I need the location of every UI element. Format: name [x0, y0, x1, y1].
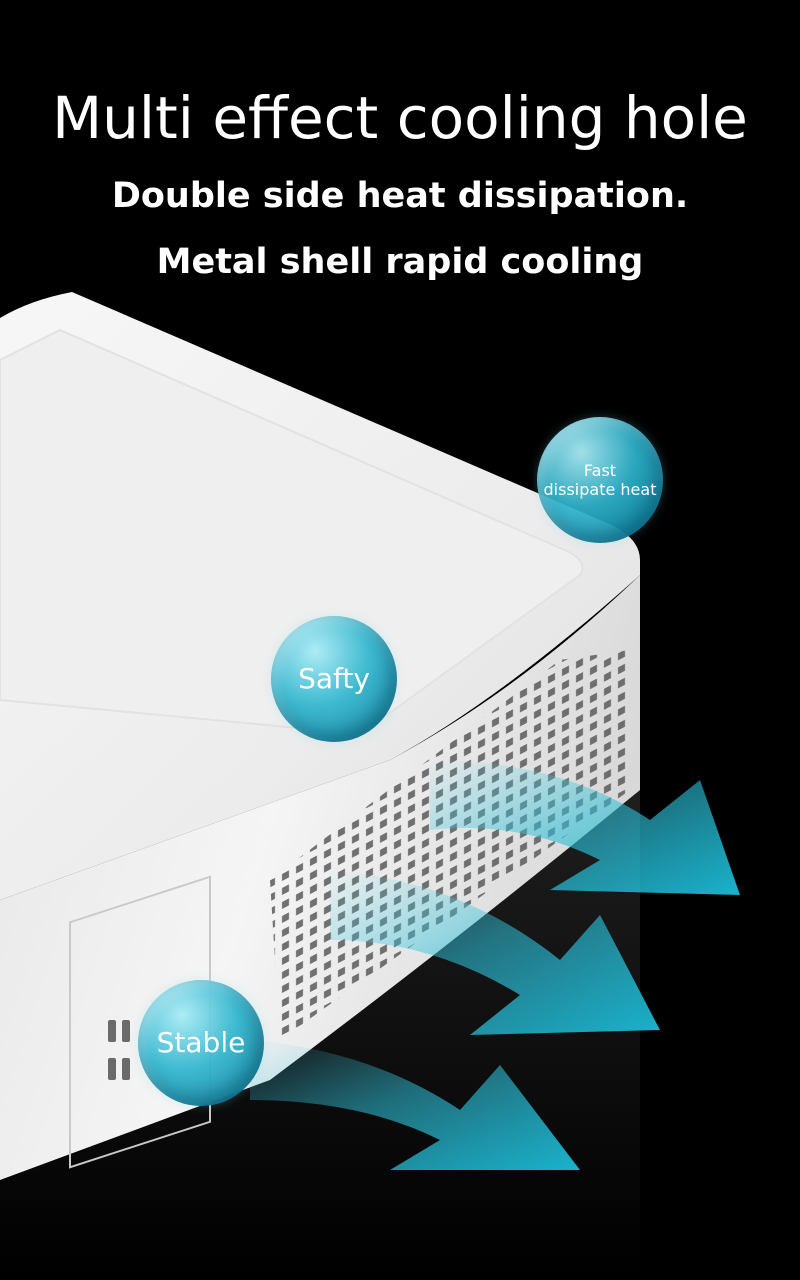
fast-dissipate-heat-badge: Fast dissipate heat — [537, 417, 663, 543]
safty-badge: Safty — [271, 616, 397, 742]
subtitle-line-1: Double side heat dissipation. — [111, 176, 689, 216]
stable-label: Stable — [156, 1026, 246, 1060]
stable-badge: Stable — [138, 980, 264, 1106]
cooling-holes — [270, 650, 630, 1040]
safty-label: Safty — [298, 662, 370, 696]
subtitle-line-2: Metal shell rapid cooling — [156, 242, 644, 282]
airflow-arrow-bottom — [250, 1040, 580, 1170]
page-title: Multi effect cooling hole — [52, 84, 748, 152]
socket-pins — [108, 1020, 130, 1080]
airflow-arrow-top — [430, 760, 740, 895]
fast-dissipate-heat-label: Fast dissipate heat — [543, 460, 657, 499]
airflow-arrow-middle — [330, 870, 660, 1035]
